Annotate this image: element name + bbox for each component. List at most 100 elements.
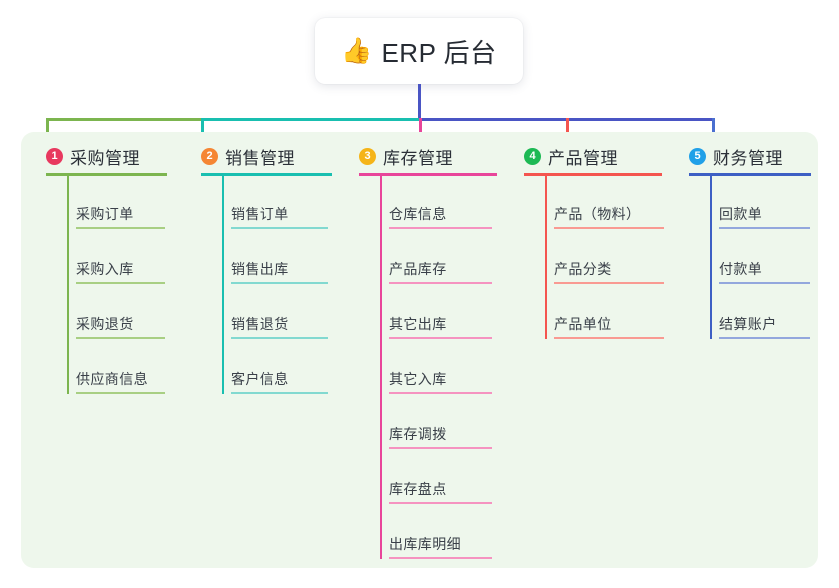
column-header-product[interactable]: 4 产品管理 <box>524 144 618 168</box>
module-item-label: 销售出库 <box>231 261 289 277</box>
module-item-label: 采购退货 <box>76 316 134 332</box>
module-item-rule <box>389 227 492 229</box>
module-column-purchase: 1 采购管理采购订单采购入库采购退货供应商信息 <box>46 132 177 568</box>
module-item[interactable]: 供应商信息 <box>76 358 165 394</box>
module-column-finance: 5 财务管理回款单付款单结算账户 <box>689 132 821 568</box>
module-item-label: 其它入库 <box>389 371 447 387</box>
module-item-label: 客户信息 <box>231 371 289 387</box>
module-item-rule <box>554 227 664 229</box>
column-header-inventory[interactable]: 3 库存管理 <box>359 144 453 168</box>
column-badge-purchase: 1 <box>46 147 63 165</box>
module-item-rule <box>76 282 165 284</box>
module-item-label: 销售订单 <box>231 206 289 222</box>
column-header-rule-inventory <box>359 173 497 176</box>
column-header-rule-sales <box>201 173 332 176</box>
module-item[interactable]: 采购入库 <box>76 248 165 284</box>
bus-teal <box>201 118 419 121</box>
module-item[interactable]: 结算账户 <box>719 303 810 339</box>
module-item-rule <box>231 392 328 394</box>
module-item[interactable]: 库存盘点 <box>389 468 492 504</box>
module-item-label: 回款单 <box>719 206 763 222</box>
module-item[interactable]: 销售出库 <box>231 248 328 284</box>
module-item-label: 库存盘点 <box>389 481 447 497</box>
column-header-rule-product <box>524 173 662 176</box>
column-title-product: 产品管理 <box>548 148 618 168</box>
module-item-rule <box>554 282 664 284</box>
column-title-finance: 财务管理 <box>713 148 783 168</box>
module-item-label: 产品分类 <box>554 261 612 277</box>
module-item-label: 出库库明细 <box>389 536 461 552</box>
module-item[interactable]: 客户信息 <box>231 358 328 394</box>
root-node-card[interactable]: 👍 ERP 后台 <box>315 18 523 84</box>
module-item-rule <box>76 392 165 394</box>
module-item-rule <box>389 282 492 284</box>
module-item[interactable]: 产品（物料） <box>554 193 664 229</box>
module-item-rule <box>76 227 165 229</box>
column-badge-product: 4 <box>524 147 541 165</box>
column-title-sales: 销售管理 <box>225 148 295 168</box>
module-item-rule <box>389 447 492 449</box>
column-title-inventory: 库存管理 <box>383 148 453 168</box>
column-title-purchase: 采购管理 <box>70 148 140 168</box>
module-item-label: 产品（物料） <box>554 206 641 222</box>
column-spine-finance <box>710 173 712 339</box>
thumbs-up-icon: 👍 <box>341 36 373 65</box>
module-item-rule <box>719 282 810 284</box>
module-item-label: 采购订单 <box>76 206 134 222</box>
module-item[interactable]: 采购退货 <box>76 303 165 339</box>
module-item[interactable]: 其它出库 <box>389 303 492 339</box>
module-item-rule <box>389 337 492 339</box>
module-item-rule <box>554 337 664 339</box>
module-item[interactable]: 销售订单 <box>231 193 328 229</box>
root-stem-connector <box>418 84 421 120</box>
module-item[interactable]: 产品单位 <box>554 303 664 339</box>
bus-green <box>46 118 201 121</box>
module-item[interactable]: 付款单 <box>719 248 810 284</box>
module-item-label: 其它出库 <box>389 316 447 332</box>
module-item[interactable]: 采购订单 <box>76 193 165 229</box>
bus-indigo <box>419 118 712 121</box>
column-header-rule-finance <box>689 173 811 176</box>
module-item-rule <box>231 337 328 339</box>
module-item[interactable]: 库存调拨 <box>389 413 492 449</box>
module-item[interactable]: 仓库信息 <box>389 193 492 229</box>
module-column-inventory: 3 库存管理仓库信息产品库存其它出库其它入库库存调拨库存盘点出库库明细 <box>359 132 507 568</box>
module-item[interactable]: 产品库存 <box>389 248 492 284</box>
column-badge-inventory: 3 <box>359 147 376 165</box>
column-spine-sales <box>222 173 224 394</box>
module-item[interactable]: 回款单 <box>719 193 810 229</box>
module-item-rule <box>389 502 492 504</box>
column-header-rule-purchase <box>46 173 167 176</box>
module-item-rule <box>231 227 328 229</box>
column-spine-product <box>545 173 547 339</box>
root-node-content: 👍 ERP 后台 <box>341 33 496 70</box>
module-item[interactable]: 销售退货 <box>231 303 328 339</box>
module-column-product: 4 产品管理产品（物料） 产品分类产品单位 <box>524 132 672 568</box>
module-item-label: 产品单位 <box>554 316 612 332</box>
module-item-label: 库存调拨 <box>389 426 447 442</box>
module-item-rule <box>719 227 810 229</box>
module-item-rule <box>389 557 492 559</box>
module-item-label: 产品库存 <box>389 261 447 277</box>
module-item[interactable]: 产品分类 <box>554 248 664 284</box>
module-item-label: 付款单 <box>719 261 763 277</box>
module-item-label: 采购入库 <box>76 261 134 277</box>
module-item-label: 结算账户 <box>719 316 777 332</box>
column-badge-finance: 5 <box>689 147 706 165</box>
column-header-finance[interactable]: 5 财务管理 <box>689 144 783 168</box>
module-item-rule <box>76 337 165 339</box>
module-item-rule <box>231 282 328 284</box>
column-spine-purchase <box>67 173 69 394</box>
column-spine-inventory <box>380 173 382 559</box>
module-item[interactable]: 出库库明细 <box>389 523 492 559</box>
module-item[interactable]: 其它入库 <box>389 358 492 394</box>
root-node-label: ERP 后台 <box>381 37 497 68</box>
module-item-rule <box>389 392 492 394</box>
module-item-label: 供应商信息 <box>76 371 148 387</box>
module-item-label: 销售退货 <box>231 316 289 332</box>
module-item-rule <box>719 337 810 339</box>
column-header-purchase[interactable]: 1 采购管理 <box>46 144 140 168</box>
